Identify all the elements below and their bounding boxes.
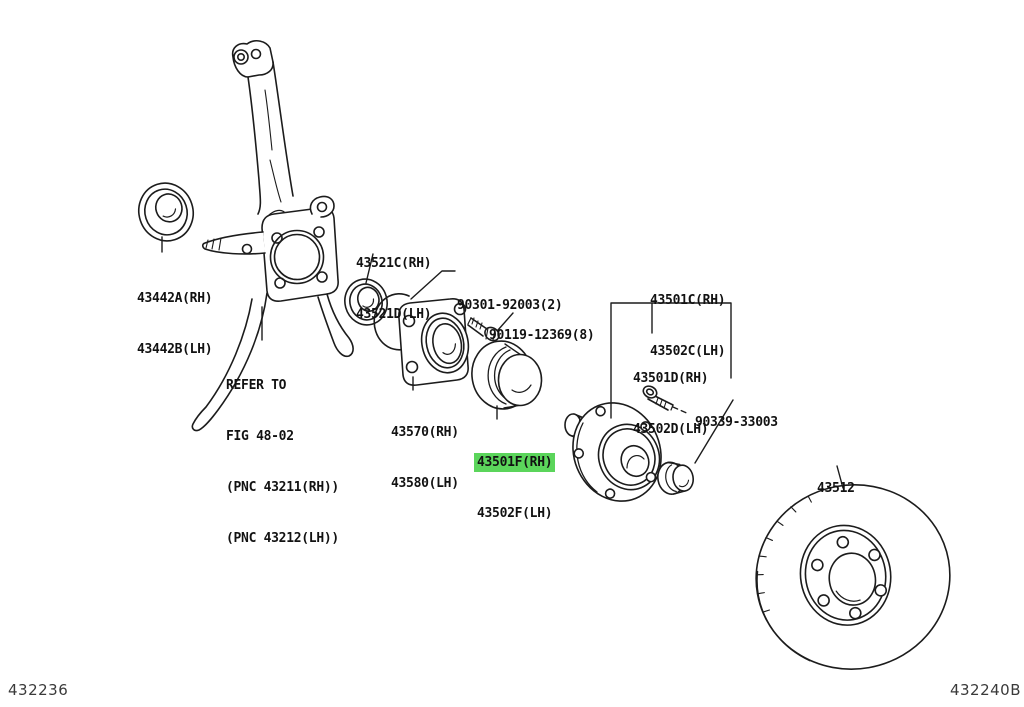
note-line: (PNC 43212(LH)) (226, 531, 339, 546)
part-number[interactable]: 43521D(LH) (356, 307, 432, 322)
leader-hub-bolt (497, 312, 514, 331)
brake-disc-drawing (755, 484, 951, 670)
callout-inner-oil-seal: 43521C(RH) 43521D(LH) (356, 221, 432, 357)
part-number-highlighted[interactable]: 43501F(RH) (474, 453, 556, 472)
part-number[interactable]: 43580(LH) (391, 476, 459, 491)
note-line: REFER TO (226, 378, 287, 393)
note-line: (PNC 43211(RH)) (226, 480, 339, 495)
callout-front-axle-hub: 43501C(RH) 43502C(LH) (650, 258, 726, 394)
inner-oil-seal-drawing (344, 278, 388, 326)
part-number[interactable]: 43442A(RH) (137, 291, 213, 306)
callout-hub-bolt: 90119-12369(8) (489, 293, 595, 378)
part-number[interactable]: 43512 (817, 481, 855, 496)
hub-bolt-drawing (467, 317, 500, 342)
part-number[interactable]: 43501D(RH) (633, 371, 709, 386)
figure-code-left: 432236 (8, 681, 69, 699)
grease-seal-drawing (138, 182, 194, 242)
callout-grease-cap: 90339-33003 (695, 380, 778, 465)
grease-cap-drawing (657, 461, 695, 495)
part-number[interactable]: 43502C(LH) (650, 344, 726, 359)
leader-front-hub-bracket (610, 296, 734, 464)
part-number[interactable]: 43502D(LH) (633, 422, 709, 437)
callout-hub-stud: 43501D(RH) 43502D(LH) (633, 336, 709, 472)
note-line: FIG 48-02 (226, 429, 294, 444)
dust-deflector-drawing (471, 340, 543, 410)
callout-dust-deflector: 43501F(RH) 43502F(LH) (474, 420, 556, 556)
callout-o-ring: 90301-92003(2) (457, 263, 563, 348)
figure-code-right: 432240B (949, 681, 1021, 699)
part-number[interactable]: 43442B(LH) (137, 342, 213, 357)
leader-hub-stud-dashed (672, 406, 690, 415)
callout-hub-bearing: 43570(RH) 43580(LH) (391, 390, 459, 526)
leader-inner-oil-seal (365, 253, 374, 284)
callout-knuckle-note: REFER TO FIG 48-02 (PNC 43211(RH)) (PNC … (226, 343, 339, 581)
callout-brake-disc: 43512 (817, 446, 855, 531)
part-number[interactable]: 43521C(RH) (356, 256, 432, 271)
front-axle-hub-drawing (564, 402, 662, 502)
leader-lines (161, 236, 844, 489)
leader-brake-disc (836, 465, 844, 489)
part-number[interactable]: 90339-33003 (695, 415, 778, 430)
part-number[interactable]: 90301-92003(2) (457, 298, 563, 313)
hub-stud-drawing (642, 385, 674, 411)
part-number[interactable]: 90119-12369(8) (489, 328, 595, 343)
leader-o-ring (410, 270, 456, 300)
part-number[interactable]: 43501C(RH) (650, 293, 726, 308)
callout-grease-seal: 43442A(RH) 43442B(LH) (137, 256, 213, 392)
part-number[interactable]: 43570(RH) (391, 425, 459, 440)
hub-bearing-drawing (398, 298, 470, 386)
part-number[interactable]: 43502F(LH) (477, 506, 553, 521)
steering-knuckle-drawing (191, 39, 354, 432)
